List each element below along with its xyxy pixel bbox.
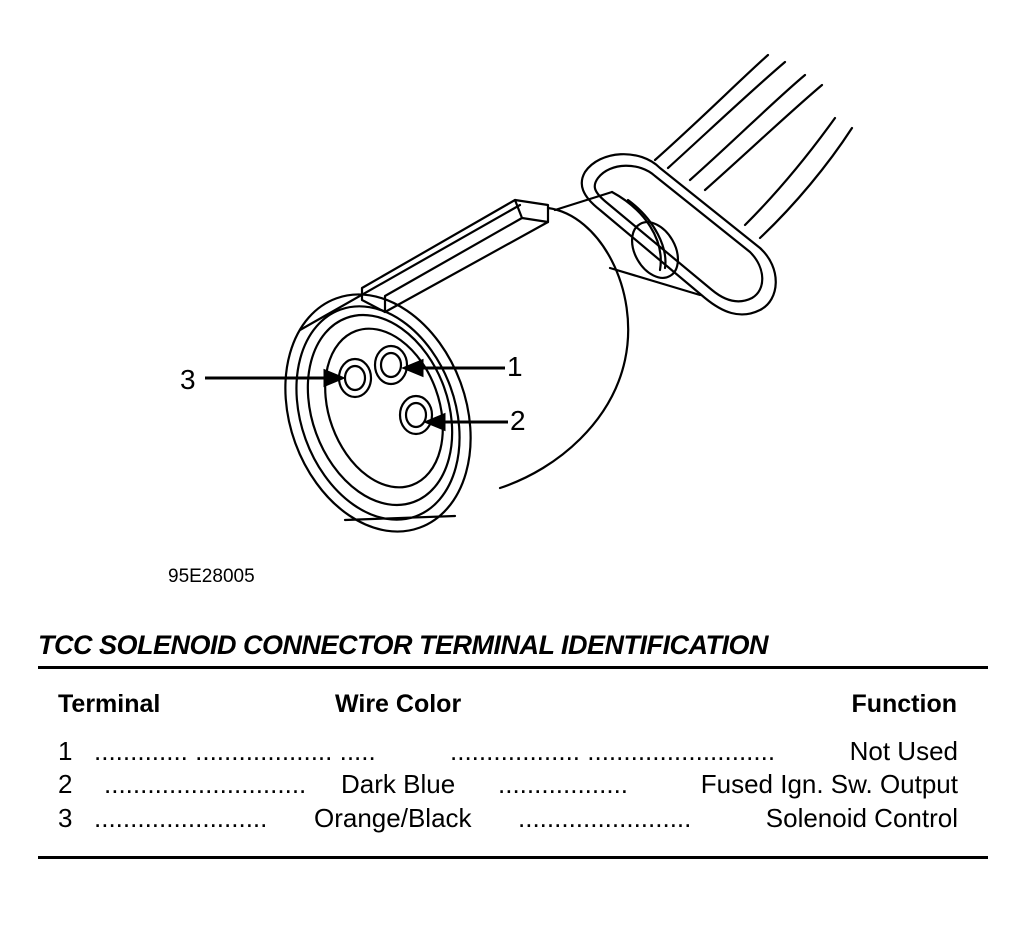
header-function: Function bbox=[851, 690, 957, 718]
leader-dots: ............. ................... ..... bbox=[94, 736, 376, 766]
leader-dots: ........................ bbox=[518, 803, 692, 833]
bottom-rule bbox=[38, 856, 988, 859]
table-title: TCC SOLENOID CONNECTOR TERMINAL IDENTIFI… bbox=[38, 630, 769, 660]
callout-label-1: 1 bbox=[507, 351, 523, 382]
terminal-cavities bbox=[337, 344, 434, 436]
terminal-number: 2 bbox=[58, 769, 73, 799]
connector-face bbox=[284, 293, 472, 533]
function-value: Not Used bbox=[849, 736, 958, 766]
function-value: Solenoid Control bbox=[765, 803, 958, 833]
terminal-2-cavity bbox=[398, 394, 434, 436]
leader-dots: .................. .....................… bbox=[450, 736, 776, 766]
function-value: Fused Ign. Sw. Output bbox=[700, 769, 958, 799]
table-row: 3 ........................ Orange/Black … bbox=[58, 803, 958, 833]
wire-bundle bbox=[653, 53, 854, 240]
header-wire-color: Wire Color bbox=[335, 690, 462, 718]
connector-body bbox=[298, 203, 630, 522]
header-terminal: Terminal bbox=[58, 690, 161, 718]
leader-arrow-2 bbox=[423, 412, 508, 432]
terminal-number: 1 bbox=[58, 736, 73, 766]
figure-id: 95E28005 bbox=[168, 566, 255, 587]
leader-arrow-1 bbox=[401, 358, 505, 378]
leader-dots: ........................ bbox=[94, 803, 268, 833]
rear-flange bbox=[580, 153, 777, 316]
terminal-1-cavity bbox=[373, 344, 409, 386]
table-row: 1 ............. ................... ....… bbox=[58, 736, 958, 766]
leader-arrow-3 bbox=[205, 368, 346, 388]
connector-illustration bbox=[205, 53, 854, 533]
terminal-number: 3 bbox=[58, 803, 73, 833]
wire-color-value: Orange/Black bbox=[314, 803, 472, 833]
callout-label-2: 2 bbox=[510, 405, 526, 436]
locking-tab bbox=[360, 198, 550, 314]
leader-dots: ............................ bbox=[104, 769, 307, 799]
connector-neck bbox=[553, 190, 702, 297]
top-rule bbox=[38, 666, 988, 669]
leader-dots: .................. bbox=[498, 769, 629, 799]
table-row: 2 ............................ Dark Blue… bbox=[58, 769, 958, 799]
callout-label-3: 3 bbox=[180, 364, 196, 395]
wire-color-value: Dark Blue bbox=[341, 769, 456, 799]
